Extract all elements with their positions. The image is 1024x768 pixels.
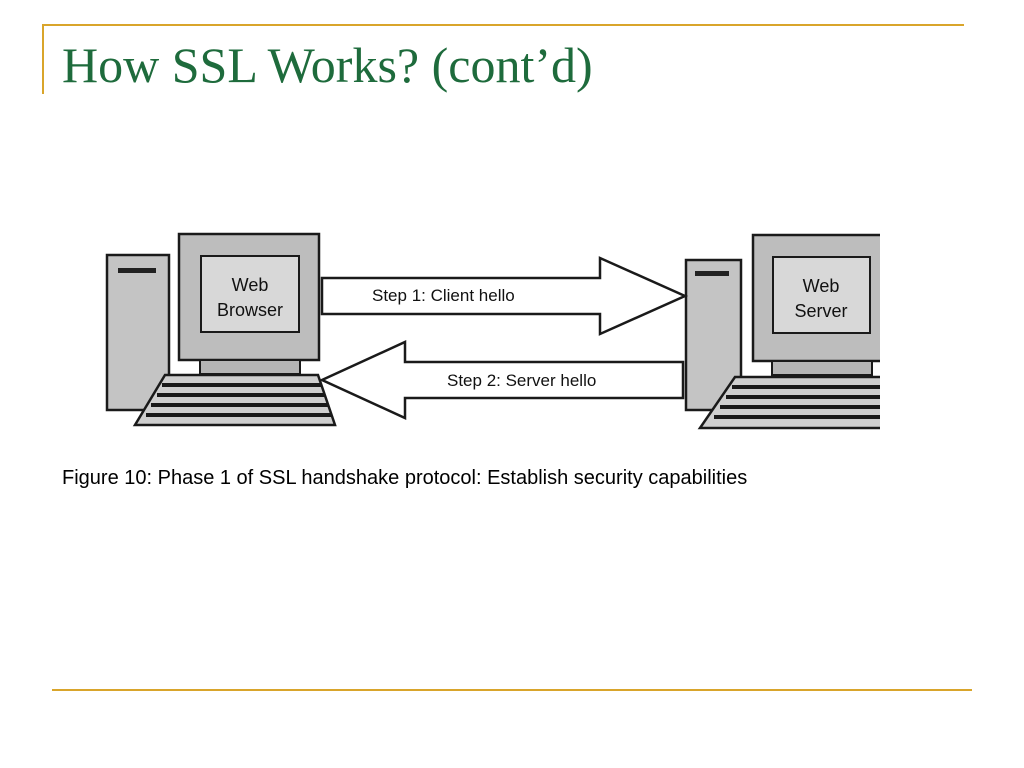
top-accent-line: [42, 24, 964, 26]
ssl-handshake-diagram: Web Browser Web Server Step 1: Client he…: [105, 232, 880, 430]
client-drive-slot: [118, 268, 156, 273]
client-label-line2: Browser: [217, 300, 283, 320]
client-label-line1: Web: [232, 275, 269, 295]
client-hello-arrow: Step 1: Client hello: [320, 256, 689, 336]
server-label-line1: Web: [803, 276, 840, 296]
server-label-line2: Server: [794, 301, 847, 321]
server-hello-arrow: Step 2: Server hello: [318, 340, 685, 420]
server-hello-label: Step 2: Server hello: [447, 371, 596, 390]
client-tower: [105, 253, 171, 412]
slide-title: How SSL Works? (cont’d): [62, 37, 593, 93]
right-arrow-icon: [320, 256, 689, 336]
server-computer: Web Server: [684, 233, 880, 430]
client-keyboard: [132, 373, 337, 427]
left-arrow-icon: [318, 340, 685, 420]
server-monitor-base: [771, 360, 873, 376]
client-monitor-base: [199, 359, 301, 375]
bottom-accent-line: [52, 689, 972, 691]
server-screen: [772, 256, 871, 334]
figure-caption: Figure 10: Phase 1 of SSL handshake prot…: [62, 467, 748, 489]
server-drive-slot: [695, 271, 729, 276]
client-computer: Web Browser: [105, 232, 337, 427]
left-accent-line: [42, 24, 44, 94]
client-hello-label: Step 1: Client hello: [372, 286, 515, 305]
client-screen: [200, 255, 300, 333]
